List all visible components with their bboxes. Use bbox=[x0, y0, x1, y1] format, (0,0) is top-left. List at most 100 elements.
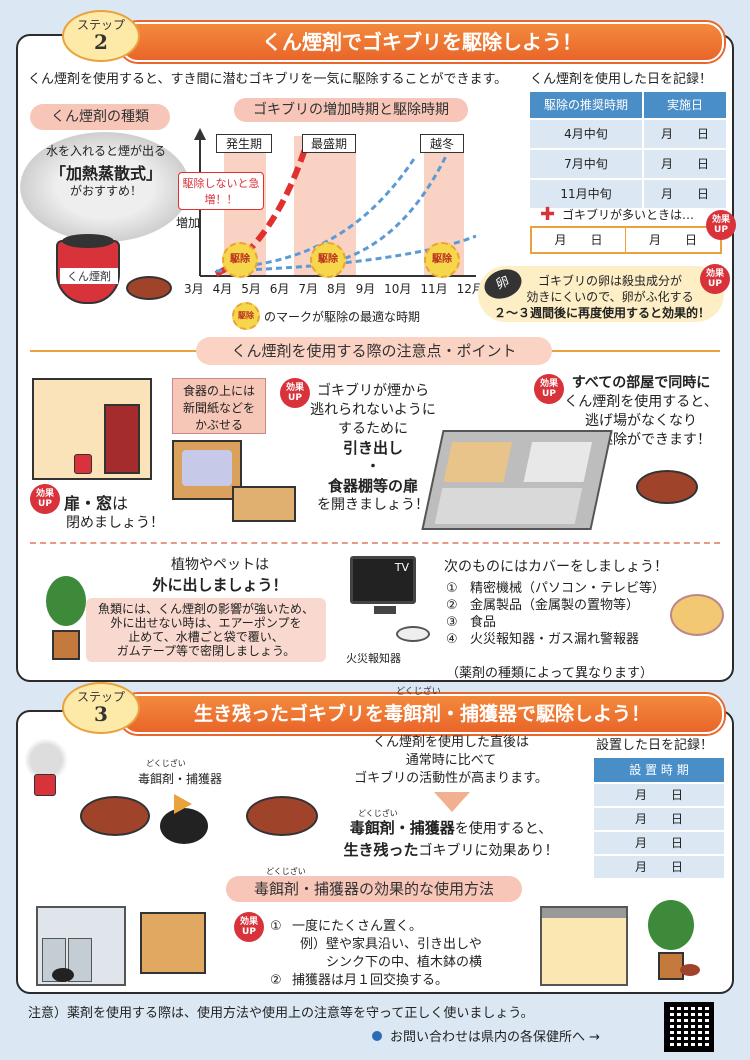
door-text-1: 扉・窓は bbox=[64, 490, 128, 514]
step3-title: 生き残ったゴキブリを毒餌剤・捕獲器で駆除しよう！ bbox=[193, 703, 650, 725]
method-ruby: どくじざい bbox=[266, 867, 306, 876]
record-date-field[interactable]: 月 日 bbox=[644, 180, 726, 208]
after-text-3: ゴキブリの活動性が高まります。 bbox=[354, 771, 548, 786]
month-label: 3月 bbox=[184, 282, 204, 296]
smoke-can-icon: くん煙剤 bbox=[56, 234, 120, 304]
types-text-2: 「加熱蒸散式」 bbox=[49, 164, 162, 183]
bullet-icon bbox=[372, 1031, 382, 1041]
list-item-text: 精密機械（パソコン・テレビ等） bbox=[470, 581, 666, 596]
rooms-text-2: くん煙剤を使用すると、 bbox=[564, 394, 718, 410]
tv-label: TV bbox=[394, 561, 409, 574]
sink-illustration bbox=[540, 906, 628, 986]
month-label: 9月 bbox=[355, 282, 376, 296]
step3-badge: ステップ 3 bbox=[62, 682, 140, 734]
effect-up-badge: 効果UP bbox=[534, 374, 564, 404]
can-label: くん煙剤 bbox=[60, 268, 118, 284]
fish-text-4: ガムテープ等で密閉しましょう。 bbox=[116, 644, 296, 658]
dish-note-2: 新聞紙などを bbox=[182, 401, 255, 415]
month-label: 5月 bbox=[241, 282, 261, 296]
step3-record-title: 設置した日を記録！ bbox=[596, 738, 714, 753]
step3-record-date-field[interactable]: 月 日 bbox=[594, 784, 724, 806]
smoke-cloud bbox=[20, 132, 190, 242]
step3-record-date-field[interactable]: 月 日 bbox=[594, 832, 724, 854]
growth-curve-1 bbox=[245, 155, 418, 268]
y-axis-label: 増加 bbox=[176, 216, 201, 230]
cockroach-icon bbox=[680, 964, 700, 976]
use-ruby: どくじざい bbox=[358, 809, 398, 818]
drawer-illustration bbox=[140, 912, 206, 974]
drawer-text-7: を開きましょう！ bbox=[317, 497, 429, 513]
table-row: 7月中旬 月 日 bbox=[530, 150, 726, 178]
record-head-date: 実施日 bbox=[644, 92, 726, 118]
cover-title: 次のものにはカバーをしましょう！ bbox=[444, 556, 724, 576]
extra-date-box: 月 日 月 日 bbox=[530, 226, 722, 254]
month-label: 6月 bbox=[269, 282, 290, 296]
qr-code-icon[interactable] bbox=[664, 1002, 714, 1052]
after-text-1: くん煙剤を使用した直後は bbox=[372, 735, 529, 750]
method-ex-1: 例）壁や家具沿い、引き出しや bbox=[300, 937, 482, 952]
effect-up-badge: 効果UP bbox=[700, 264, 730, 294]
use-text-3: 生き残った bbox=[343, 841, 419, 859]
drawer-text-1: ゴキブリが煙から bbox=[317, 383, 429, 399]
dish-note-1: 食器の上には bbox=[182, 384, 255, 398]
step3-record-date-field[interactable]: 月 日 bbox=[594, 808, 724, 830]
arrow-down-icon bbox=[434, 792, 470, 812]
use-text-1: 毒餌剤・捕獲器 bbox=[349, 819, 455, 837]
rooms-text-3: 逃げ場がなくなり bbox=[585, 413, 697, 429]
kujo-mark-3: 駆除 bbox=[424, 242, 460, 278]
step3-step-number: 3 bbox=[94, 702, 108, 726]
many-note: ゴキブリが多いときは… bbox=[562, 208, 695, 222]
door-text-main: 扉・窓 bbox=[64, 494, 113, 513]
drawer-text: ゴキブリが煙から 逃れられないように するために 引き出し ・ 食器棚等の扉 を… bbox=[298, 382, 448, 515]
step3-record-date-field[interactable]: 月 日 bbox=[594, 856, 724, 878]
cockroach-icon bbox=[80, 796, 150, 836]
extra-date-field-1[interactable]: 月 日 bbox=[532, 228, 627, 252]
month-label: 7月 bbox=[298, 282, 319, 296]
drawer-text-6: 食器棚等の扉 bbox=[327, 477, 418, 495]
phase-label-2: 最盛期 bbox=[302, 134, 356, 153]
method-2: 捕獲器は月１回交換する。 bbox=[292, 973, 449, 988]
tv-stand bbox=[374, 606, 396, 614]
list-item-text: 食品 bbox=[470, 615, 497, 630]
house-illustration bbox=[421, 430, 613, 530]
use-line-1: 毒餌剤・捕獲器を使用すると、 bbox=[316, 818, 586, 840]
table-row: 4月中旬 月 日 bbox=[530, 120, 726, 148]
fish-text-2: 外に出せない時は、エアーポンプを bbox=[110, 616, 302, 630]
method-num: ① bbox=[270, 919, 282, 934]
cabinet-illustration bbox=[172, 440, 242, 500]
month-label: 8月 bbox=[326, 282, 347, 296]
kujo-legend-mark: 駆除 bbox=[232, 302, 260, 330]
record-title: くん煙剤を使用した日を記録！ bbox=[530, 72, 713, 87]
record-table: 駆除の推奨時期 実施日 4月中旬 月 日 7月中旬 月 日 11月中旬 月 日 bbox=[530, 92, 726, 208]
types-label: くん煙剤の種類 bbox=[30, 104, 170, 130]
tv-icon: TV bbox=[350, 556, 416, 604]
step3-ruby: どくじざい bbox=[396, 687, 441, 697]
step2-badge: ステップ 2 bbox=[62, 10, 140, 62]
list-item-num: ④ bbox=[446, 632, 458, 647]
smoke-can-icon bbox=[34, 774, 56, 796]
month-label: 12月 bbox=[456, 282, 484, 296]
record-period: 4月中旬 bbox=[530, 120, 642, 148]
egg-text-1: ゴキブリの卵は殺虫成分が bbox=[537, 274, 682, 288]
extra-date-field-2[interactable]: 月 日 bbox=[649, 233, 698, 247]
mark-note: のマークが駆除の最適な時期 bbox=[264, 310, 421, 324]
plus-icon: ✚ bbox=[540, 204, 556, 225]
step3-record-table: 設 置 時 期 月 日 月 日 月 日 月 日 bbox=[594, 758, 724, 878]
method-title: 毒餌剤・捕獲器の効果的な使用方法 bbox=[226, 876, 522, 902]
bait-label: 毒餌剤・捕獲器 bbox=[138, 772, 223, 786]
step2-step-label: ステップ bbox=[76, 18, 125, 32]
record-date-field[interactable]: 月 日 bbox=[644, 150, 726, 178]
method-num: ② bbox=[270, 973, 282, 988]
step3-step-label: ステップ bbox=[76, 690, 125, 704]
step2-intro: くん煙剤を使用すると、すき間に潜むゴキブリを一気に駆除することができます。 bbox=[28, 72, 508, 87]
step2-banner: くん煙剤でゴキブリを駆除しよう！ bbox=[120, 22, 724, 62]
fish-text-3: 止めて、水槽ごと袋で覆い、 bbox=[128, 630, 284, 644]
drawer-text-3: するために bbox=[338, 421, 408, 437]
dead-cockroach-icon bbox=[246, 796, 318, 836]
record-date-field[interactable]: 月 日 bbox=[644, 120, 726, 148]
use-text-4: ゴキブリに効果あり！ bbox=[418, 843, 559, 859]
